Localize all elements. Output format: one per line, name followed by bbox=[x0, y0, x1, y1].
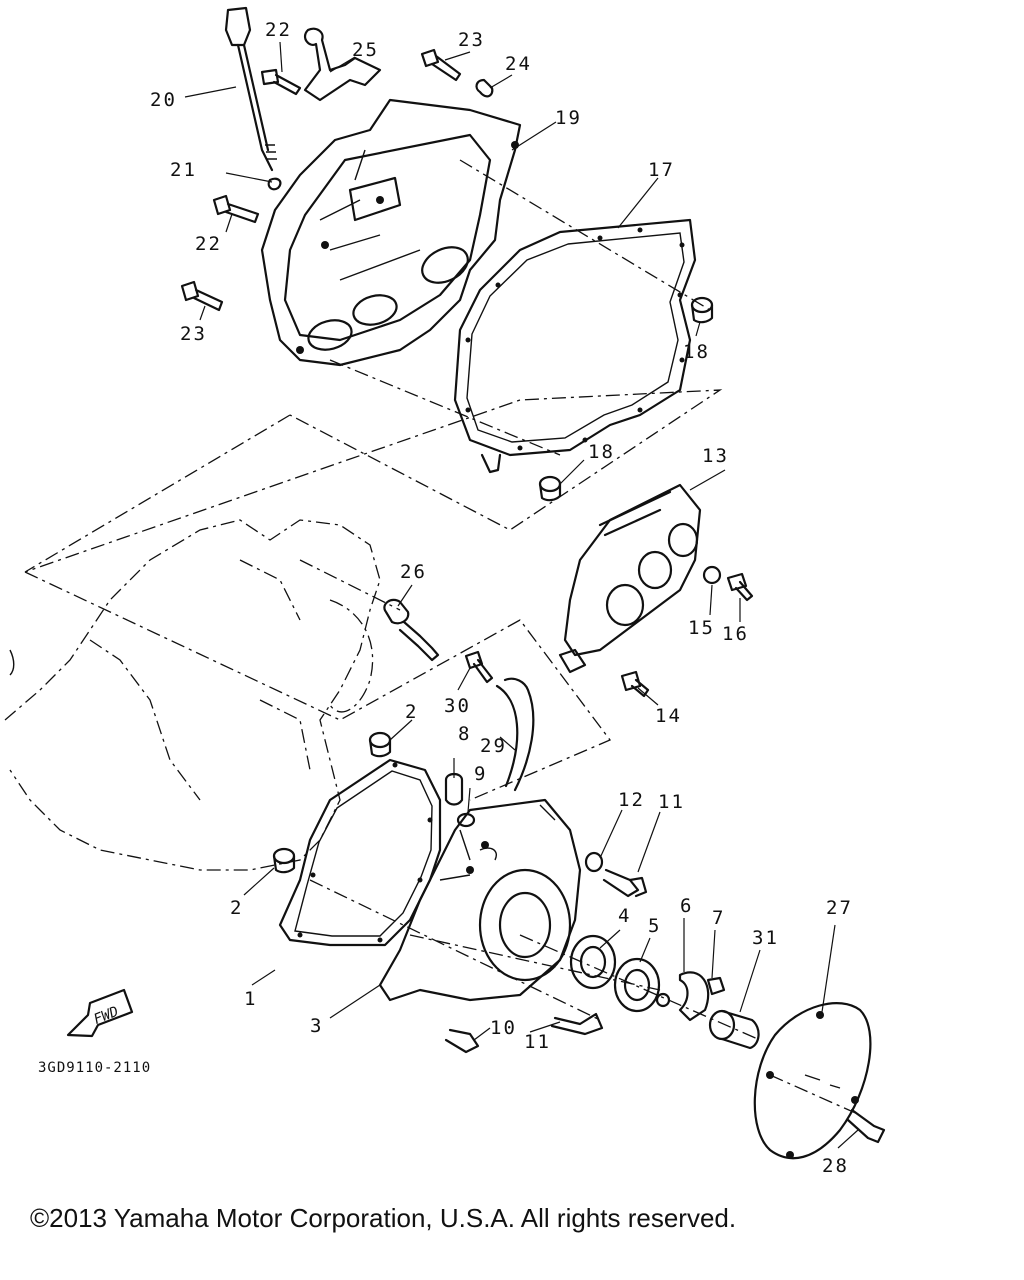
bolt-14 bbox=[620, 670, 650, 698]
gasket-1 bbox=[278, 758, 442, 947]
callout-3: 3 bbox=[310, 1015, 323, 1037]
bolt-28 bbox=[846, 1108, 886, 1144]
callout-19: 19 bbox=[555, 107, 582, 129]
bolt-11-upper bbox=[602, 868, 648, 898]
bracket-25 bbox=[303, 27, 382, 102]
callout-31: 31 bbox=[752, 927, 779, 949]
grommet-26 bbox=[383, 598, 440, 662]
dowel-pin-2-bottom bbox=[272, 847, 296, 874]
callout-28: 28 bbox=[822, 1155, 849, 1177]
outer-cover-27 bbox=[753, 1002, 872, 1160]
crankcase-cover-19 bbox=[260, 98, 522, 367]
callout-1: 1 bbox=[244, 988, 257, 1010]
bearing-4 bbox=[569, 934, 617, 990]
dowel-pin-18-bottom bbox=[538, 475, 562, 502]
cover-plate-13 bbox=[558, 483, 702, 674]
callout-18a: 18 bbox=[683, 341, 710, 363]
callout-labels: 20 22 25 23 24 19 21 17 22 23 18 18 13 2… bbox=[150, 19, 853, 1177]
callout-12: 12 bbox=[618, 789, 645, 811]
callout-24: 24 bbox=[505, 53, 532, 75]
callout-14: 14 bbox=[655, 705, 682, 727]
engine-crankcase-outline bbox=[4, 519, 381, 871]
callout-2a: 2 bbox=[405, 701, 418, 723]
callout-30: 30 bbox=[444, 695, 471, 717]
callout-7: 7 bbox=[712, 907, 725, 929]
callout-29: 29 bbox=[480, 735, 507, 757]
callout-27: 27 bbox=[826, 897, 853, 919]
callout-18b: 18 bbox=[588, 441, 615, 463]
callout-6: 6 bbox=[680, 895, 693, 917]
exploded-parts-diagram: FWD bbox=[4, 6, 886, 1177]
callout-2b: 2 bbox=[230, 897, 243, 919]
callout-21: 21 bbox=[170, 159, 197, 181]
callout-22a: 22 bbox=[265, 19, 292, 41]
callout-17: 17 bbox=[648, 159, 675, 181]
assembly-guide-lines bbox=[24, 159, 861, 1116]
bolt-10 bbox=[444, 1028, 480, 1054]
crankcase-cover-3 bbox=[378, 798, 582, 1002]
bolt-11-lower bbox=[550, 1012, 604, 1036]
callout-9: 9 bbox=[474, 763, 487, 785]
oil-seal-5 bbox=[613, 957, 661, 1013]
drawing-code: 3GD9110-2110 bbox=[38, 1060, 151, 1076]
callout-25: 25 bbox=[352, 39, 379, 61]
callout-11b: 11 bbox=[524, 1031, 551, 1053]
cover-gasket-17 bbox=[453, 218, 697, 474]
callout-26: 26 bbox=[400, 561, 427, 583]
bolt-30 bbox=[464, 650, 494, 684]
copyright-notice: ©2013 Yamaha Motor Corporation, U.S.A. A… bbox=[30, 1203, 737, 1233]
bolts-top bbox=[180, 48, 494, 312]
leader-lines bbox=[184, 41, 859, 1149]
dipstick-20 bbox=[224, 6, 277, 172]
screw-7 bbox=[706, 976, 726, 996]
callout-16: 16 bbox=[722, 623, 749, 645]
collar-31 bbox=[708, 1009, 760, 1050]
callout-4: 4 bbox=[618, 905, 631, 927]
washer-12 bbox=[584, 851, 604, 873]
fwd-label: FWD bbox=[91, 1004, 120, 1028]
callout-23b: 23 bbox=[180, 323, 207, 345]
callout-11a: 11 bbox=[658, 791, 685, 813]
callout-20: 20 bbox=[150, 89, 177, 111]
callout-10: 10 bbox=[490, 1017, 517, 1039]
callout-23a: 23 bbox=[458, 29, 485, 51]
callout-8: 8 bbox=[458, 723, 471, 745]
callout-15: 15 bbox=[688, 617, 715, 639]
dowel-pin-2-top bbox=[368, 731, 392, 758]
washer-15 bbox=[702, 565, 722, 585]
callout-5: 5 bbox=[648, 915, 661, 937]
plug-8 bbox=[444, 772, 464, 806]
callout-13: 13 bbox=[702, 445, 729, 467]
forward-arrow-icon: FWD bbox=[66, 988, 134, 1038]
bolt-16 bbox=[726, 572, 754, 602]
dowel-pin-18-top bbox=[690, 296, 714, 324]
retainer-plate-6 bbox=[655, 971, 710, 1022]
hose-29 bbox=[495, 677, 535, 792]
callout-22b: 22 bbox=[195, 233, 222, 255]
